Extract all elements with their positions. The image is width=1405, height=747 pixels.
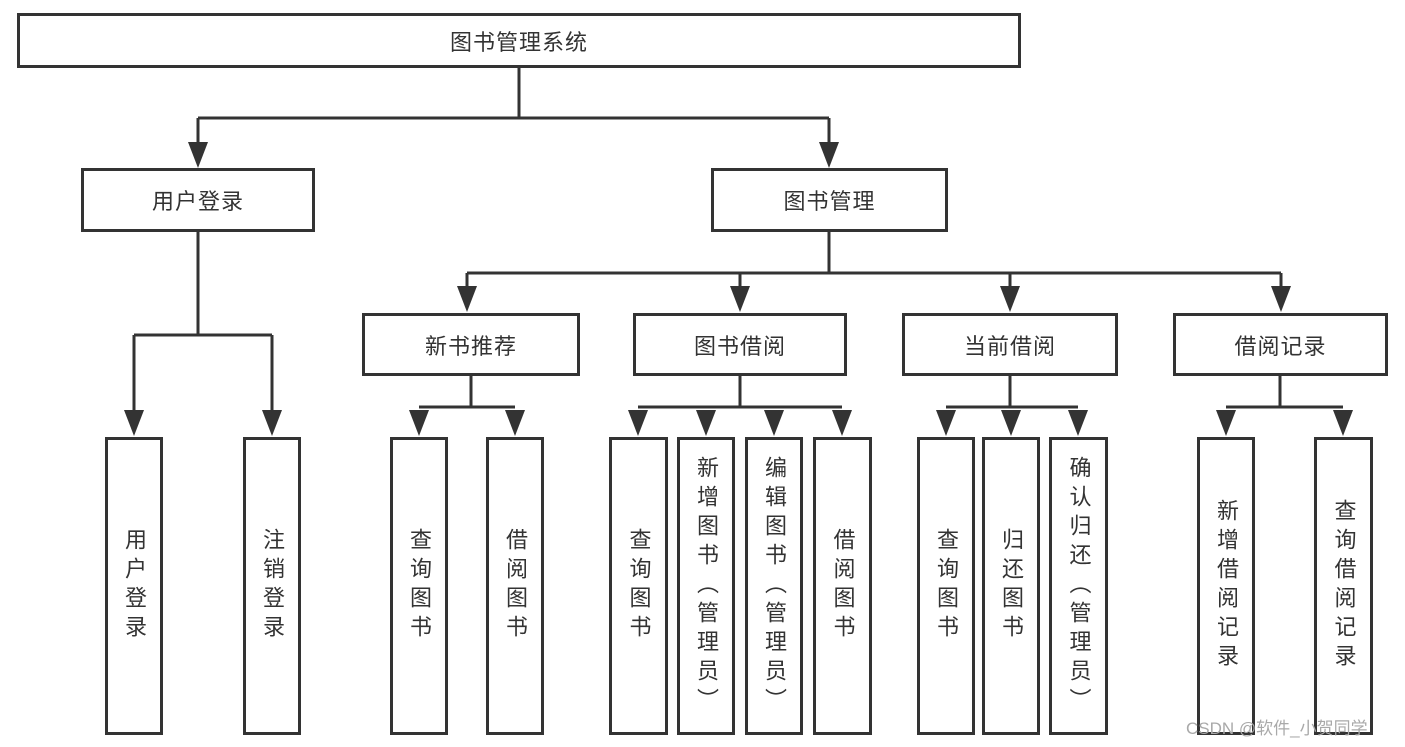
arrowhead [457,286,477,312]
leaf-logout: 注销登录 [243,437,301,735]
node-root-label: 图书管理系统 [449,29,588,55]
leaf-user-login: 用户登录 [105,437,163,735]
leaf-query-books-current: 查询图书 [917,437,975,735]
leaf-user-login-label: 用户登录 [122,528,147,644]
leaf-confirm-return-admin: 确认归还（管理员） [1049,437,1108,735]
leaf-query-books-current-label: 查询图书 [934,528,959,644]
node-root: 图书管理系统 [17,13,1021,68]
leaf-borrow-books-recommend: 借阅图书 [486,437,544,735]
arrowhead [764,410,784,436]
arrowhead [505,410,525,436]
node-borrowing-records-label: 借阅记录 [1234,333,1327,359]
arrowhead [1068,410,1088,436]
connector-paths [132,68,1343,412]
leaf-query-borrow-record: 查询借阅记录 [1314,437,1373,735]
arrowhead [730,286,750,312]
node-borrowing-records: 借阅记录 [1173,313,1388,376]
leaf-query-borrow-record-label: 查询借阅记录 [1331,499,1357,673]
node-new-book-recommend-label: 新书推荐 [424,333,517,359]
leaf-return-books: 归还图书 [982,437,1040,735]
node-current-borrowing-label: 当前借阅 [963,333,1056,359]
leaf-query-books-recommend: 查询图书 [390,437,448,735]
leaf-borrow-books-borrowing: 借阅图书 [813,437,872,735]
leaf-query-books-borrowing-label: 查询图书 [626,528,652,644]
arrowheads [124,142,1353,436]
watermark: CSDN @软件_小贺同学 [1186,719,1368,738]
arrowhead [124,410,144,436]
arrowhead [819,142,839,168]
arrowhead [628,410,648,436]
node-current-borrowing: 当前借阅 [902,313,1118,376]
leaf-add-borrow-record-label: 新增借阅记录 [1214,499,1239,673]
leaf-edit-books-admin-label: 编辑图书（管理员） [762,455,787,717]
leaf-borrow-books-recommend-label: 借阅图书 [503,528,528,644]
leaf-confirm-return-admin-label: 确认归还（管理员） [1066,455,1092,717]
node-new-book-recommend: 新书推荐 [362,313,580,376]
leaf-borrow-books-borrowing-label: 借阅图书 [830,528,856,644]
leaf-add-books-admin: 新增图书（管理员） [677,437,735,735]
arrowhead [936,410,956,436]
arrowhead [409,410,429,436]
leaf-edit-books-admin: 编辑图书（管理员） [745,437,803,735]
arrowhead [262,410,282,436]
arrowhead [1000,286,1020,312]
leaf-add-books-admin-label: 新增图书（管理员） [694,455,719,717]
leaf-logout-label: 注销登录 [260,528,285,644]
node-book-management: 图书管理 [711,168,948,232]
node-book-borrowing-label: 图书借阅 [693,333,786,359]
arrowhead [1001,410,1021,436]
node-book-management-label: 图书管理 [783,189,876,214]
leaf-return-books-label: 归还图书 [999,528,1024,644]
leaf-query-books-borrowing: 查询图书 [609,437,668,735]
arrowhead [1216,410,1236,436]
leaf-add-borrow-record: 新增借阅记录 [1197,437,1255,735]
arrowhead [832,410,852,436]
arrowhead [1333,410,1353,436]
arrowhead [188,142,208,168]
arrowhead [696,410,716,436]
leaf-query-books-recommend-label: 查询图书 [407,528,432,644]
node-book-borrowing: 图书借阅 [633,313,847,376]
arrowhead [1271,286,1291,312]
node-user-login-branch-label: 用户登录 [151,189,244,214]
node-user-login-branch: 用户登录 [81,168,315,232]
